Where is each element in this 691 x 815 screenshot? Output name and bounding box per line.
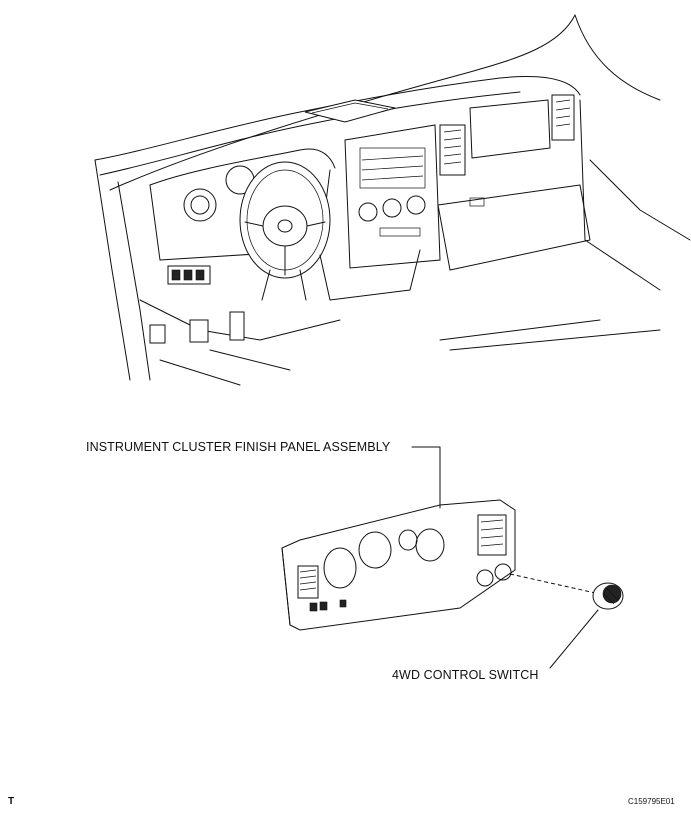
corner-mark: T	[8, 796, 15, 807]
panel-assembly-label: INSTRUMENT CLUSTER FINISH PANEL ASSEMBLY	[86, 440, 391, 454]
figure-code: C159795E01	[628, 797, 675, 806]
control-switch-label: 4WD CONTROL SWITCH	[392, 668, 539, 682]
